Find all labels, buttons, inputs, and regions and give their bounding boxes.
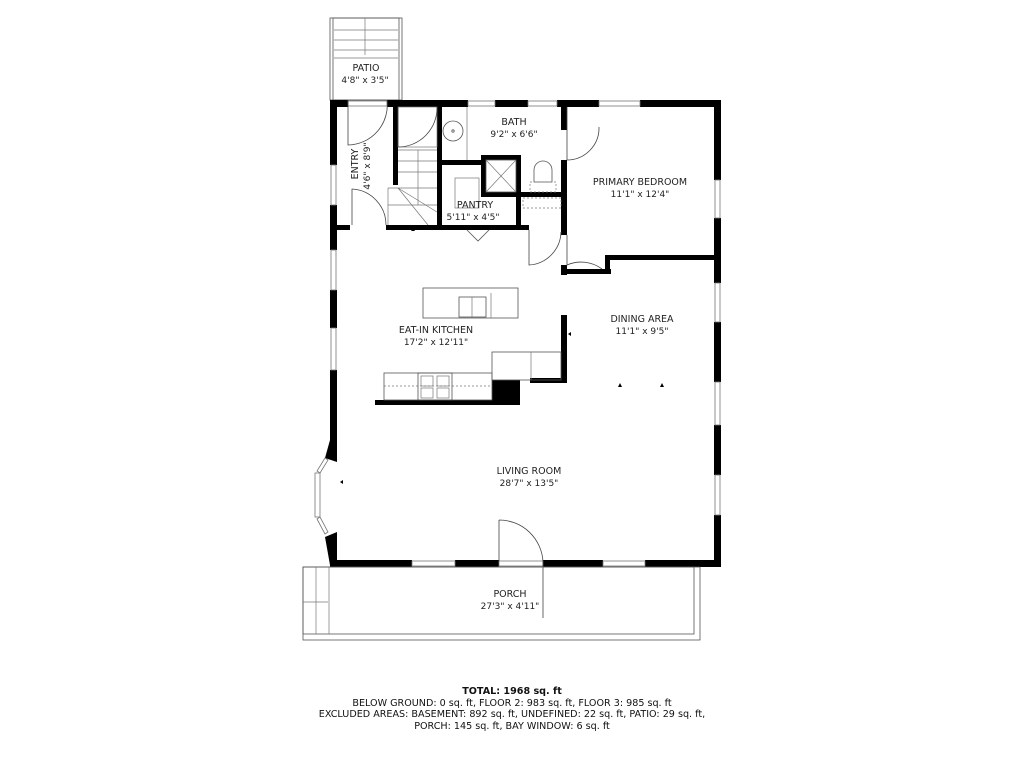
doors — [347, 99, 603, 618]
bay-window — [314, 457, 329, 535]
svg-text:PANTRY: PANTRY — [457, 200, 494, 211]
svg-text:ENTRY: ENTRY — [350, 148, 361, 179]
excluded-areas: EXCLUDED AREAS: BASEMENT: 892 sq. ft, UN… — [318, 709, 706, 720]
room-label-primary-bedroom: PRIMARY BEDROOM 11'1" x 12'4" — [593, 177, 687, 200]
svg-text:11'1" x 12'4": 11'1" x 12'4" — [611, 190, 670, 200]
svg-text:PATIO: PATIO — [353, 63, 380, 74]
svg-text:4'6" x 8'9": 4'6" x 8'9" — [363, 142, 373, 189]
svg-text:EAT-IN KITCHEN: EAT-IN KITCHEN — [399, 325, 473, 336]
room-label-patio: PATIO 4'8" x 3'5" — [341, 63, 388, 86]
svg-text:17'2" x 12'11": 17'2" x 12'11" — [404, 338, 468, 348]
patio-area — [329, 17, 403, 101]
room-label-pantry: PANTRY 5'11" x 4'5" — [447, 200, 500, 223]
windows — [330, 100, 721, 567]
svg-text:DINING AREA: DINING AREA — [610, 314, 674, 325]
interior-walls — [330, 100, 721, 405]
area-summary: TOTAL: 1968 sq. ft BELOW GROUND: 0 sq. f… — [262, 686, 762, 732]
svg-text:28'7" x 13'5": 28'7" x 13'5" — [500, 479, 559, 489]
total-area: TOTAL: 1968 sq. ft — [462, 686, 562, 697]
svg-text:5'11" x 4'5": 5'11" x 4'5" — [447, 213, 500, 223]
bath-fixtures — [442, 107, 562, 209]
kitchen-island — [422, 287, 519, 319]
dimension-ticks — [340, 228, 664, 484]
floor-areas: BELOW GROUND: 0 sq. ft, FLOOR 2: 983 sq.… — [352, 697, 672, 709]
room-label-kitchen: EAT-IN KITCHEN 17'2" x 12'11" — [399, 325, 473, 348]
svg-text:PRIMARY BEDROOM: PRIMARY BEDROOM — [593, 177, 687, 188]
svg-text:11'1" x 9'5": 11'1" x 9'5" — [616, 327, 669, 337]
svg-text:9'2" x 6'6": 9'2" x 6'6" — [490, 130, 537, 140]
room-label-porch: PORCH 27'3" x 4'11" — [481, 589, 540, 612]
stairs — [387, 106, 438, 226]
pantry-details — [454, 177, 490, 242]
room-label-dining: DINING AREA 11'1" x 9'5" — [610, 314, 674, 337]
room-label-entry: ENTRY 4'6" x 8'9" — [350, 142, 373, 189]
porch-area — [302, 566, 701, 641]
svg-text:PORCH: PORCH — [493, 589, 526, 600]
svg-text:4'8" x 3'5": 4'8" x 3'5" — [341, 76, 388, 86]
excluded-areas-cont: PORCH: 145 sq. ft, BAY WINDOW: 6 sq. ft — [414, 720, 610, 732]
svg-text:BATH: BATH — [501, 117, 526, 128]
svg-text:27'3" x 4'11": 27'3" x 4'11" — [481, 602, 540, 612]
svg-text:LIVING ROOM: LIVING ROOM — [497, 466, 562, 477]
room-label-bath: BATH 9'2" x 6'6" — [490, 117, 537, 140]
kitchen-counters — [383, 351, 562, 401]
room-label-living: LIVING ROOM 28'7" x 13'5" — [497, 466, 562, 489]
